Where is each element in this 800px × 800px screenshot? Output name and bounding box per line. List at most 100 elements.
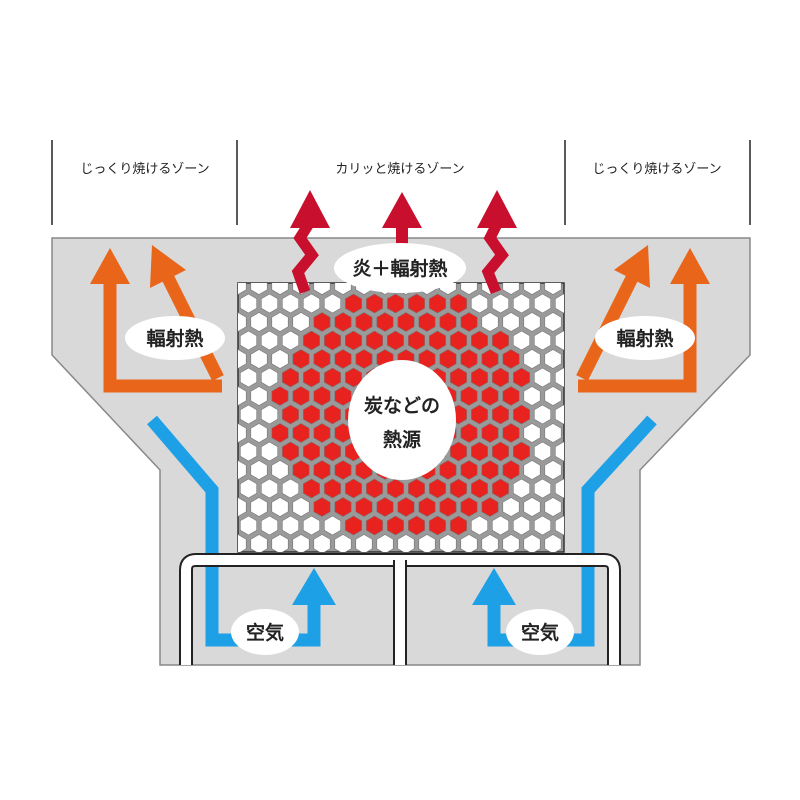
grate-hole xyxy=(240,478,258,499)
grate-hole xyxy=(260,478,279,499)
hot-grate-hole xyxy=(292,423,310,443)
grate-hole xyxy=(271,460,289,480)
hot-grate-hole xyxy=(323,330,342,351)
hot-grate-hole xyxy=(292,386,310,406)
radiant-label-left: 輻射熱 xyxy=(146,327,203,350)
grate-hole xyxy=(250,497,268,517)
grate-hole xyxy=(281,330,300,351)
air-arrow-right xyxy=(472,415,657,647)
grate-hole xyxy=(313,534,331,552)
flame-arrow-right-head xyxy=(477,190,517,228)
grate-hole xyxy=(523,386,541,406)
grate-hole xyxy=(240,367,258,388)
hot-grate-hole xyxy=(460,386,478,406)
hot-grate-hole xyxy=(418,497,436,517)
hot-grate-hole xyxy=(376,497,394,517)
hot-grate-hole xyxy=(449,293,468,314)
grate-hole xyxy=(544,283,562,295)
hot-grate-hole xyxy=(449,367,468,388)
grill-frame xyxy=(179,553,621,665)
grate-hole xyxy=(250,312,268,332)
grate-hole xyxy=(250,386,268,406)
hot-grate-hole xyxy=(302,367,321,388)
grate-hole xyxy=(292,312,310,332)
hot-grate-hole xyxy=(313,386,331,406)
grate-hole xyxy=(240,404,258,425)
hot-grate-hole xyxy=(365,330,384,351)
hot-grate-hole xyxy=(470,404,489,425)
grate-hole xyxy=(544,460,562,480)
hot-grate-hole xyxy=(344,478,363,499)
hot-grate-hole xyxy=(491,478,510,499)
grate-hole xyxy=(502,312,520,332)
flame-radiant-label: 炎＋輻射熱 xyxy=(352,257,447,280)
hot-grate-hole xyxy=(407,293,426,314)
hot-grate-hole xyxy=(344,367,363,388)
grate-hole xyxy=(397,534,415,552)
grate-hole xyxy=(292,497,310,517)
hot-grate-hole xyxy=(271,386,289,406)
hot-grate-hole xyxy=(470,478,489,499)
grate-hole xyxy=(250,534,268,552)
grate-hole xyxy=(260,330,279,351)
hot-grate-hole xyxy=(491,441,510,462)
hot-grate-hole xyxy=(323,404,342,425)
hot-grate-hole xyxy=(281,404,300,425)
hot-grate-hole xyxy=(460,423,478,443)
grate-hole xyxy=(544,312,562,332)
hot-grate-hole xyxy=(334,312,352,332)
grate-hole xyxy=(250,460,268,480)
grate-hole xyxy=(292,534,310,552)
flame-arrow-right xyxy=(481,219,509,295)
grate-hole xyxy=(334,534,352,552)
grate-hole xyxy=(533,330,552,351)
hot-grate-hole xyxy=(334,497,352,517)
grate-hole xyxy=(355,534,373,552)
hot-grate-hole xyxy=(397,312,415,332)
grate-hole xyxy=(250,349,268,369)
grate-hole xyxy=(260,404,279,425)
hot-grate-hole xyxy=(491,404,510,425)
grate-hole xyxy=(238,349,247,369)
grate-hole xyxy=(250,283,268,295)
grate-hole xyxy=(554,478,564,499)
grate-hole xyxy=(271,497,289,517)
hot-grate-hole xyxy=(344,293,363,314)
grate-hole xyxy=(323,293,342,314)
hot-grate-hole xyxy=(439,349,457,369)
grate-hole xyxy=(523,349,541,369)
hot-grate-hole xyxy=(407,515,426,536)
grate-hole xyxy=(533,404,552,425)
grate-hole xyxy=(250,423,268,443)
flame-arrow-left xyxy=(291,219,319,294)
hot-grate-hole xyxy=(365,293,384,314)
grate-hole xyxy=(376,534,394,552)
hot-grate-hole xyxy=(302,404,321,425)
grate-hole xyxy=(491,293,510,314)
hot-grate-hole xyxy=(365,478,384,499)
hot-grate-hole xyxy=(271,423,289,443)
grate-hole xyxy=(554,330,564,351)
hot-grate-hole xyxy=(481,349,499,369)
hot-grate-hole xyxy=(439,312,457,332)
hot-grate-hole xyxy=(428,330,447,351)
grate-hole xyxy=(260,293,279,314)
grate-hole xyxy=(238,386,247,406)
grate-hole xyxy=(302,515,321,536)
hot-grate-hole xyxy=(512,367,531,388)
grate-hole xyxy=(523,460,541,480)
grate-hole xyxy=(544,423,562,443)
grate-hole xyxy=(240,293,258,314)
grate-hole xyxy=(460,283,478,295)
grate-hole xyxy=(544,349,562,369)
grate-hole xyxy=(554,404,564,425)
hot-grate-hole xyxy=(334,349,352,369)
grate-hole xyxy=(523,312,541,332)
grate-hole xyxy=(238,312,247,332)
grate-hole xyxy=(281,515,300,536)
hot-grate-hole xyxy=(470,367,489,388)
hot-grate-hole xyxy=(481,460,499,480)
hot-grate-hole xyxy=(292,349,310,369)
air-label-right: 空気 xyxy=(521,621,559,644)
hot-grate-hole xyxy=(470,441,489,462)
